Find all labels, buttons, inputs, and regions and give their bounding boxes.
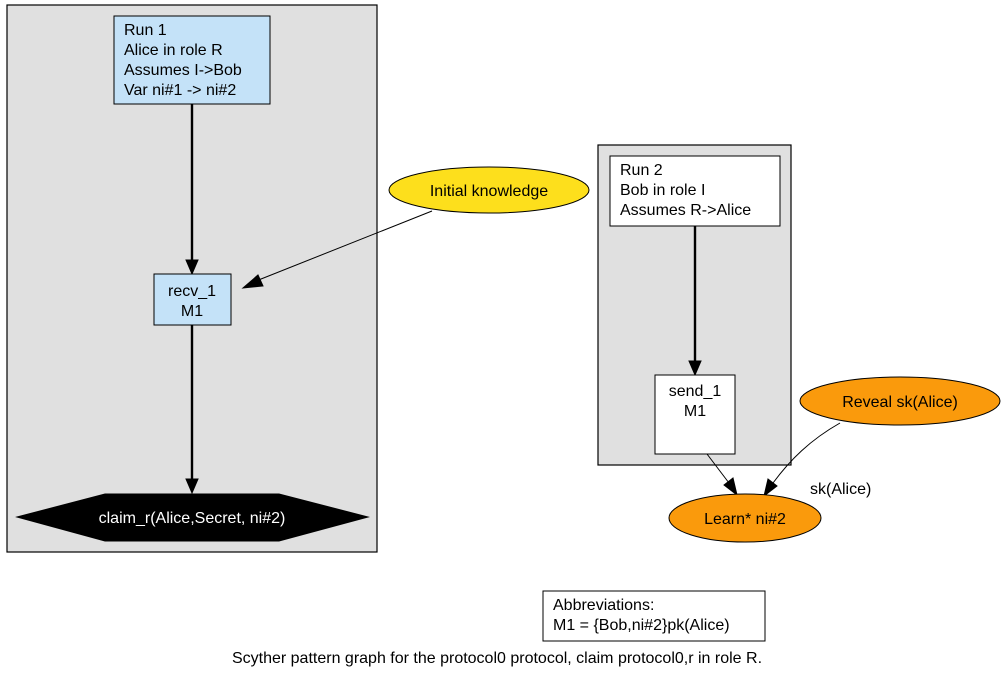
- abbreviations-line-2: M1 = {Bob,ni#2}pk(Alice): [553, 617, 730, 634]
- recv-node: recv_1 M1: [153, 273, 232, 326]
- reveal-node: Reveal sk(Alice): [799, 376, 1001, 426]
- recv-line-1: recv_1: [168, 283, 216, 300]
- edge-recv-to-claim: [185, 325, 199, 495]
- run1-line-4: Var ni#1 -> ni#2: [124, 82, 236, 99]
- initial-knowledge-node: Initial knowledge: [388, 166, 590, 214]
- abbreviations-box: Abbreviations: M1 = {Bob,ni#2}pk(Alice): [542, 590, 766, 642]
- run1-line-2: Alice in role R: [124, 42, 223, 59]
- initial-knowledge-label: Initial knowledge: [430, 183, 548, 200]
- run2-node: Run 2 Bob in role I Assumes R->Alice: [609, 155, 781, 227]
- learn-label: Learn* ni#2: [704, 511, 786, 528]
- run1-line-3: Assumes I->Bob: [124, 62, 242, 79]
- run2-line-1: Run 2: [620, 162, 663, 179]
- recv-line-2: M1: [181, 303, 203, 320]
- run2-line-2: Bob in role I: [620, 182, 705, 199]
- claim-label: claim_r(Alice,Secret, ni#2): [99, 510, 286, 527]
- send-line-1: send_1: [669, 383, 722, 400]
- edge-send-to-learn: [706, 453, 738, 497]
- claim-node: claim_r(Alice,Secret, ni#2): [15, 493, 370, 542]
- edge-initial-knowledge-to-recv: [241, 210, 433, 289]
- graph-caption: Scyther pattern graph for the protocol0 …: [232, 650, 762, 667]
- abbreviations-line-1: Abbreviations:: [553, 597, 654, 614]
- run1-line-1: Run 1: [124, 22, 167, 39]
- run2-line-3: Assumes R->Alice: [620, 202, 751, 219]
- reveal-label: Reveal sk(Alice): [842, 394, 958, 411]
- send-line-2: M1: [684, 403, 706, 420]
- learn-node: Learn* ni#2: [668, 493, 822, 543]
- reveal-edge-label: sk(Alice): [810, 481, 871, 498]
- send-node: send_1 M1: [654, 374, 736, 455]
- edge-run2-to-send: [688, 226, 702, 377]
- run1-node: Run 1 Alice in role R Assumes I->Bob Var…: [113, 15, 271, 105]
- edge-reveal-to-learn: sk(Alice): [763, 422, 871, 498]
- edge-run1-to-recv: [185, 104, 199, 276]
